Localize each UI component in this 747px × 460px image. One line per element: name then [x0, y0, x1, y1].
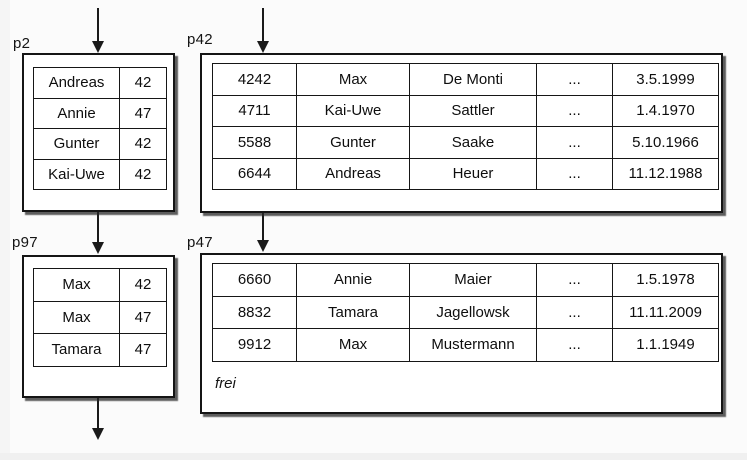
- table-cell: Andreas: [33, 67, 120, 99]
- table-row: Andreas 42: [33, 67, 167, 99]
- table-cell: Max: [296, 328, 410, 362]
- table-cell: 42: [119, 268, 167, 302]
- table-cell: 5.10.1966: [612, 126, 719, 159]
- table-cell: ...: [536, 263, 613, 297]
- arrow-stem: [262, 211, 264, 243]
- table-cell: ...: [536, 328, 613, 362]
- table-cell: Kai-Uwe: [33, 158, 120, 190]
- table-cell: 42: [119, 158, 167, 190]
- table-cell: 9912: [212, 328, 297, 362]
- table-cell: Gunter: [296, 126, 410, 159]
- table-cell: 1.4.1970: [612, 94, 719, 127]
- p47-record-table: 6660 Annie Maier ... 1.5.1978 8832 Tamar…: [212, 263, 719, 362]
- table-cell: Tamara: [296, 295, 410, 329]
- p2-record-table: Andreas 42 Annie 47 Gunter 42 Kai-Uwe 42: [33, 67, 167, 190]
- arrow-into-p2: [92, 8, 104, 53]
- table-row: 6644 Andreas Heuer ... 11.12.1988: [212, 157, 719, 190]
- page-box-p97: Max 42 Max 47 Tamara 47: [22, 255, 175, 398]
- arrow-stem: [97, 396, 99, 431]
- table-cell: Max: [33, 300, 120, 334]
- arrow-stem: [97, 8, 99, 44]
- table-cell: Jagellowsk: [409, 295, 537, 329]
- arrow-p42-to-p47: [257, 211, 269, 252]
- arrow-into-p42: [257, 8, 269, 53]
- table-cell: Annie: [33, 97, 120, 129]
- table-cell: Max: [296, 63, 410, 96]
- table-row: Tamara 47: [33, 333, 167, 367]
- table-cell: 47: [119, 333, 167, 367]
- table-cell: Tamara: [33, 333, 120, 367]
- table-cell: ...: [536, 295, 613, 329]
- table-cell: 4711: [212, 94, 297, 127]
- table-cell: ...: [536, 126, 613, 159]
- page-box-p2: Andreas 42 Annie 47 Gunter 42 Kai-Uwe 42: [22, 53, 175, 212]
- table-cell: 47: [119, 300, 167, 334]
- table-cell: Andreas: [296, 157, 410, 190]
- table-cell: Maier: [409, 263, 537, 297]
- slide-bottom-edge: [0, 453, 747, 460]
- table-row: Max 42: [33, 268, 167, 302]
- table-cell: De Monti: [409, 63, 537, 96]
- table-cell: Mustermann: [409, 328, 537, 362]
- table-cell: 11.12.1988: [612, 157, 719, 190]
- table-cell: Max: [33, 268, 120, 302]
- table-cell: Saake: [409, 126, 537, 159]
- free-space-label: frei: [215, 375, 236, 392]
- table-cell: Gunter: [33, 128, 120, 160]
- page-box-p47: 6660 Annie Maier ... 1.5.1978 8832 Tamar…: [200, 253, 723, 414]
- arrow-stem: [262, 8, 264, 44]
- table-cell: Sattler: [409, 94, 537, 127]
- p42-record-table: 4242 Max De Monti ... 3.5.1999 4711 Kai-…: [212, 63, 719, 190]
- page-label-p42: p42: [187, 31, 213, 48]
- table-cell: 4242: [212, 63, 297, 96]
- table-row: Max 47: [33, 300, 167, 334]
- arrow-head-icon: [92, 242, 104, 254]
- p97-record-table: Max 42 Max 47 Tamara 47: [33, 268, 167, 367]
- table-cell: Annie: [296, 263, 410, 297]
- arrow-stem: [97, 210, 99, 245]
- table-cell: Kai-Uwe: [296, 94, 410, 127]
- page-label-p2: p2: [13, 35, 31, 52]
- table-row: Kai-Uwe 42: [33, 158, 167, 190]
- table-cell: 8832: [212, 295, 297, 329]
- table-cell: 6660: [212, 263, 297, 297]
- arrow-head-icon: [257, 240, 269, 252]
- table-cell: 1.5.1978: [612, 263, 719, 297]
- arrow-p2-to-p97: [92, 210, 104, 254]
- table-cell: 1.1.1949: [612, 328, 719, 362]
- table-cell: ...: [536, 63, 613, 96]
- arrow-head-icon: [92, 41, 104, 53]
- table-row: 8832 Tamara Jagellowsk ... 11.11.2009: [212, 295, 719, 329]
- page-box-p42: 4242 Max De Monti ... 3.5.1999 4711 Kai-…: [200, 53, 723, 213]
- table-row: 5588 Gunter Saake ... 5.10.1966: [212, 126, 719, 159]
- table-row: Annie 47: [33, 97, 167, 129]
- table-cell: 11.11.2009: [612, 295, 719, 329]
- table-cell: 47: [119, 97, 167, 129]
- table-cell: ...: [536, 157, 613, 190]
- table-row: 6660 Annie Maier ... 1.5.1978: [212, 263, 719, 297]
- table-cell: 6644: [212, 157, 297, 190]
- table-row: 9912 Max Mustermann ... 1.1.1949: [212, 328, 719, 362]
- slide-left-edge: [0, 0, 10, 453]
- table-cell: 3.5.1999: [612, 63, 719, 96]
- table-cell: 42: [119, 67, 167, 99]
- table-row: 4242 Max De Monti ... 3.5.1999: [212, 63, 719, 96]
- table-cell: Heuer: [409, 157, 537, 190]
- table-row: Gunter 42: [33, 128, 167, 160]
- table-cell: ...: [536, 94, 613, 127]
- table-cell: 5588: [212, 126, 297, 159]
- page-label-p47: p47: [187, 234, 213, 251]
- page-label-p97: p97: [12, 234, 38, 251]
- arrow-head-icon: [92, 428, 104, 440]
- table-cell: 42: [119, 128, 167, 160]
- arrow-p97-out: [92, 396, 104, 440]
- table-row: 4711 Kai-Uwe Sattler ... 1.4.1970: [212, 94, 719, 127]
- arrow-head-icon: [257, 41, 269, 53]
